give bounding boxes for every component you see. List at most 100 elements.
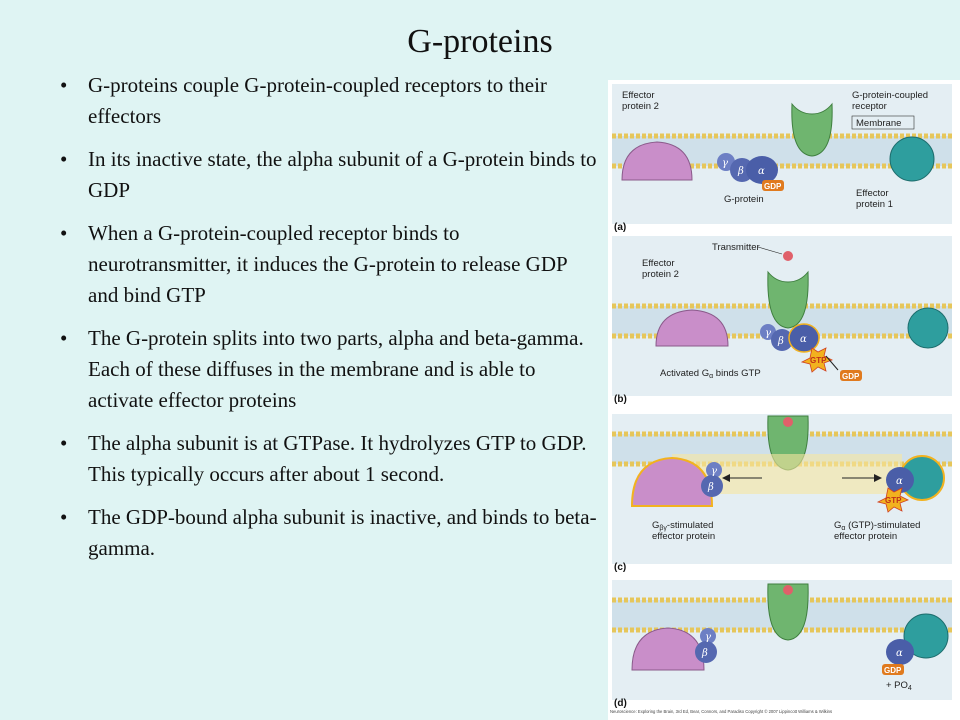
- transmitter-molecule: [783, 251, 793, 261]
- beta-label: β: [701, 648, 708, 659]
- receptor-shape: [767, 270, 809, 329]
- effector-2-label-line2: protein 2: [622, 101, 659, 112]
- effector-2-label-line1: Effector: [622, 90, 655, 101]
- panel-d-tag: (d): [614, 698, 627, 709]
- receptor-shape: [767, 583, 809, 641]
- gdp-tag: [840, 370, 862, 381]
- beta-subunit-shape: [701, 475, 723, 497]
- gtp-label: GTP: [810, 356, 827, 365]
- right-label-sub: α: [841, 525, 845, 532]
- po4-label-sub: 4: [908, 685, 912, 692]
- receptor-label-line1: G-protein-coupled: [852, 90, 928, 101]
- panel-d-diagram: γ β α GDP + PO4: [612, 580, 952, 700]
- g-protein-figure: γ β α GDP Effector protein 2 G-protein-c…: [608, 80, 960, 720]
- alpha-subunit-shape: [788, 323, 820, 353]
- gdp-tag: [762, 180, 784, 191]
- effector-2-label-line1: Effector: [642, 258, 675, 269]
- panel-b-diagram: γ β α GTP GDP Transmitter Effector prote…: [612, 236, 952, 396]
- activated-label-main: Activated G: [660, 368, 709, 379]
- bullet-item: • The alpha subunit is at GTPase. It hydr…: [54, 428, 599, 490]
- bullet-text: The GDP-bound alpha subunit is inactive,…: [88, 505, 597, 560]
- gamma-subunit-shape: [706, 462, 722, 478]
- panel-c-diagram: γ β α GTP Gβγ-stimulated effector protei…: [612, 414, 952, 564]
- left-label-line1: Gβγ-stimulated: [652, 520, 713, 532]
- alpha-subunit-shape: [886, 639, 914, 665]
- right-label-line1: Gα (GTP)-stimulated: [834, 520, 920, 532]
- left-label-g: G: [652, 520, 659, 531]
- gtp-burst-icon: [800, 347, 833, 373]
- effector-protein-2-shape: [655, 309, 729, 347]
- bullet-item: • G-proteins couple G-protein-coupled rec…: [54, 70, 599, 132]
- release-arrow: [825, 355, 839, 371]
- effector-protein-1-shape: [889, 136, 935, 182]
- transmitter-pointer: [757, 246, 783, 255]
- left-label-sub: βγ: [659, 525, 667, 532]
- alpha-subunit-shape: [746, 156, 778, 184]
- bullet-item: • In its inactive state, the alpha subuni…: [54, 144, 599, 206]
- bullet-dot-icon: •: [60, 431, 68, 455]
- receptor-label-line2: receptor: [852, 101, 887, 112]
- bullet-dot-icon: •: [60, 326, 68, 350]
- beta-subunit-shape: [771, 329, 793, 351]
- slide-title: G-proteins: [407, 23, 553, 60]
- bullet-text: In its inactive state, the alpha subunit…: [88, 147, 597, 202]
- bullet-list: • G-proteins couple G-protein-coupled rec…: [54, 70, 599, 576]
- figure-credit: Neuroscience: Exploring the Brain, 3rd E…: [610, 709, 833, 714]
- gdp-tag: [882, 664, 904, 675]
- effector-1-label-line2: protein 1: [856, 199, 893, 210]
- transmitter-molecule: [783, 585, 793, 595]
- alpha-label: α: [896, 648, 903, 659]
- beta-label: β: [777, 336, 784, 347]
- po4-label-main: + PO: [886, 680, 908, 691]
- transmitter-molecule: [783, 417, 793, 427]
- bullet-dot-icon: •: [60, 221, 68, 245]
- left-arrow-head-icon: [722, 474, 730, 482]
- bullet-text: The alpha subunit is at GTPase. It hydro…: [88, 431, 587, 486]
- beta-subunit-shape: [695, 641, 717, 663]
- bullet-dot-icon: •: [60, 147, 68, 171]
- panel-c-tag: (c): [614, 562, 627, 573]
- panel-d: γ β α GDP + PO4 (d): [612, 580, 952, 710]
- effector-protein-2-shape: [621, 141, 693, 181]
- panel-c: γ β α GTP Gβγ-stimulated effector protei…: [612, 414, 952, 574]
- panel-a-tag: (a): [614, 222, 627, 233]
- bullet-item: •The GDP-bound alpha subunit is inactive…: [54, 502, 599, 564]
- bullet-text: G-proteins couple G-protein-coupled rece…: [88, 73, 547, 128]
- gdp-tag-label: GDP: [764, 182, 782, 191]
- bullet-text: The G-protein splits into two parts, alp…: [88, 326, 584, 412]
- membrane-label-box: [851, 115, 915, 130]
- gprotein-label: G-protein: [724, 194, 764, 205]
- gamma-label: γ: [765, 328, 771, 339]
- panel-a: γ β α GDP Effector protein 2 G-protein-c…: [612, 84, 952, 234]
- bullet-text: When a G-protein-coupled receptor binds …: [88, 221, 567, 307]
- panel-a-diagram: γ β α GDP Effector protein 2 G-protein-c…: [612, 84, 952, 224]
- bullet-dot-icon: •: [60, 73, 68, 97]
- gamma-label: γ: [711, 466, 717, 477]
- activated-label: Activated Gα binds GTP: [660, 368, 761, 380]
- alpha-label: α: [896, 476, 903, 487]
- left-label-rest: -stimulated: [667, 520, 713, 531]
- gamma-subunit-shape: [700, 628, 716, 644]
- left-label-line2: effector protein: [652, 531, 715, 542]
- gamma-label: γ: [705, 632, 711, 643]
- gamma-label: γ: [722, 158, 728, 169]
- membrane-label: Membrane: [856, 118, 901, 129]
- right-label-g: G: [834, 520, 841, 531]
- panel-b: γ β α GTP GDP Transmitter Effector prote…: [612, 236, 952, 406]
- transmitter-label: Transmitter: [712, 242, 760, 253]
- bullet-item: • The G-protein splits into two parts, al…: [54, 323, 599, 416]
- alpha-label: α: [800, 334, 807, 345]
- activated-label-rest: binds GTP: [713, 368, 761, 379]
- effector-protein-1-shape: [903, 613, 949, 659]
- beta-label: β: [737, 166, 744, 177]
- receptor-shape: [791, 102, 833, 157]
- alpha-label: α: [758, 166, 765, 177]
- bullet-item: • When a G-protein-coupled receptor binds…: [54, 218, 599, 311]
- alpha-subunit-shape: [886, 467, 914, 493]
- right-label-line2: effector protein: [834, 531, 897, 542]
- effector-2-label-line2: protein 2: [642, 269, 679, 280]
- gdp-tag-label: GDP: [884, 666, 902, 675]
- effector-1-label-line1: Effector: [856, 188, 889, 199]
- beta-label: β: [707, 482, 714, 493]
- effector-protein-1-shape: [907, 307, 949, 349]
